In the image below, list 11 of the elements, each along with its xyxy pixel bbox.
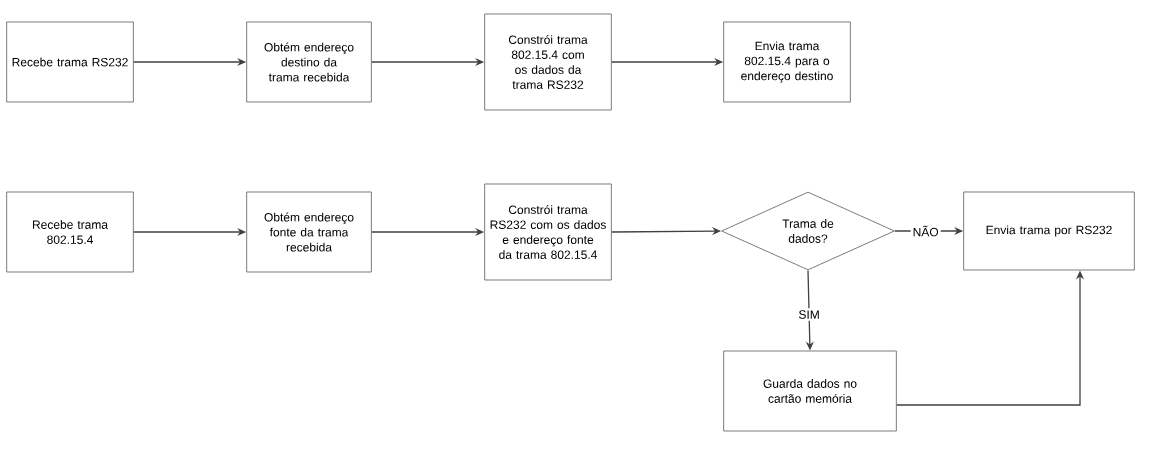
process-box: Guarda dados no cartão memória	[723, 350, 897, 432]
process-box: Recebe trama RS232	[6, 21, 134, 103]
process-box: Recebe trama 802.15.4	[6, 191, 134, 273]
process-box: Obtém endereço fonte da trama recebida	[246, 191, 372, 273]
edge-label: SIM	[796, 308, 822, 321]
process-box: Constrói trama 802.15.4 com os dados da trama RS232	[484, 13, 612, 111]
process-box: Envia trama 802.15.4 para o endereço destino	[723, 21, 851, 103]
process-box: Envia trama por RS232	[963, 191, 1135, 271]
edge-label: NÃO	[910, 223, 941, 239]
process-box: Obtém endereço destino da trama recebida	[246, 21, 372, 103]
process-box: Constrói trama RS232 com os dados e endereço fonte da trama 802.15.4	[484, 183, 612, 281]
